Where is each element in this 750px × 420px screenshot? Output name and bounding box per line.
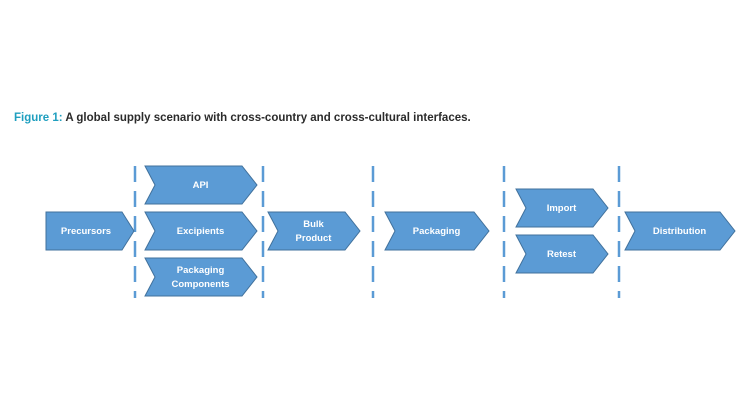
stage-label: Product — [296, 233, 333, 244]
stage-arrow-shape — [144, 165, 258, 205]
stage-retest: Retest — [515, 234, 609, 274]
stage-label: Packaging — [177, 265, 225, 276]
stage-arrow-shape — [384, 211, 490, 251]
stage-excipients: Excipients — [144, 211, 258, 251]
stage-precursors: Precursors — [45, 211, 135, 251]
stage-label: API — [193, 180, 209, 191]
stage-label: Excipients — [177, 226, 225, 237]
stage-api: API — [144, 165, 258, 205]
stage-label: Import — [547, 203, 577, 214]
stage-arrow-shape — [515, 234, 609, 274]
arrow-group: PrecursorsAPIExcipientsPackagingComponen… — [45, 165, 736, 297]
stage-arrow-shape — [45, 211, 135, 251]
stage-arrow-shape — [144, 211, 258, 251]
stage-arrow-shape — [267, 211, 361, 251]
stage-label: Packaging — [413, 226, 461, 237]
stage-packaging: Packaging — [384, 211, 490, 251]
stage-label: Retest — [547, 249, 577, 260]
stage-label: Distribution — [653, 226, 706, 237]
figure-caption-text: A global supply scenario with cross-coun… — [62, 112, 471, 124]
stage-label: Precursors — [61, 226, 111, 237]
stage-arrow-shape — [624, 211, 736, 251]
stage-arrow-shape — [144, 257, 258, 297]
stage-import: Import — [515, 188, 609, 228]
stage-arrow-shape — [515, 188, 609, 228]
figure-caption: Figure 1: A global supply scenario with … — [14, 112, 471, 124]
stage-label: Bulk — [303, 219, 324, 230]
divider-group — [133, 166, 621, 298]
figure-label: Figure 1: — [14, 112, 63, 124]
stage-label: Components — [171, 279, 229, 290]
stage-distribution: Distribution — [624, 211, 736, 251]
